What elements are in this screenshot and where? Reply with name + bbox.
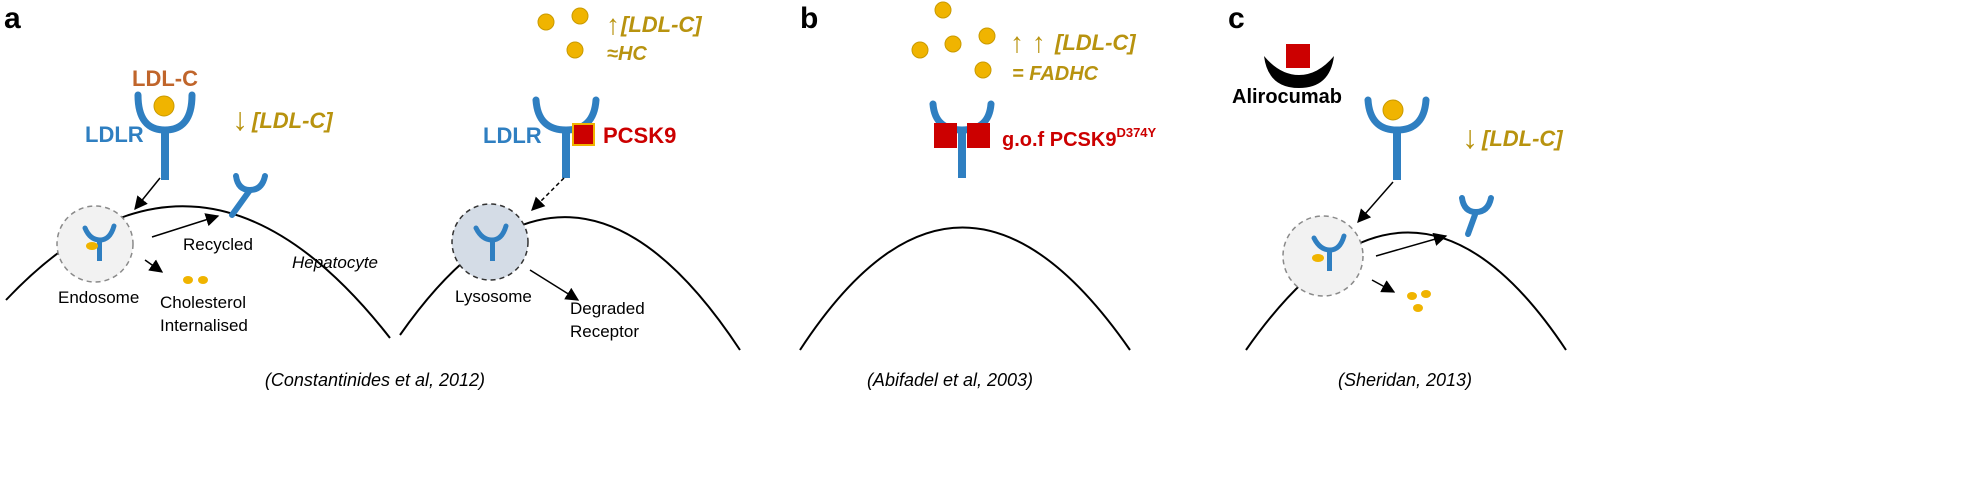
ldlr-label-a-right: LDLR xyxy=(483,123,542,148)
ldl-particle xyxy=(1382,99,1404,121)
ldlc-level-b: [LDL-C] xyxy=(1054,30,1136,55)
arrow-to-cholesterol xyxy=(144,259,164,273)
fadhc-label: = FADHC xyxy=(1012,63,1099,85)
cell-membrane-a-right xyxy=(399,216,741,351)
ldlc-level-a-right: [LDL-C] xyxy=(620,12,702,37)
ldl-particle xyxy=(911,41,929,59)
cholesterol-dot xyxy=(183,276,193,284)
ldl-in-endosome-c xyxy=(1312,254,1324,262)
degraded-label-line2: Receptor xyxy=(570,322,639,341)
down-arrow-c: ↓ xyxy=(1462,119,1478,155)
ldlc-level-c: [LDL-C] xyxy=(1481,126,1563,151)
receptor-in-endosome xyxy=(82,223,117,261)
ldl-particle xyxy=(537,13,555,31)
panel-letter-b: b xyxy=(800,2,818,35)
alirocumab-label: Alirocumab xyxy=(1232,86,1342,108)
hepatocyte-label: Hepatocyte xyxy=(292,253,378,272)
recycled-label: Recycled xyxy=(183,235,253,254)
arrow-to-endosome-c xyxy=(1357,181,1394,224)
citation-c: (Sheridan, 2013) xyxy=(1338,370,1472,390)
arrow-to-cholesterol-c xyxy=(1371,279,1396,293)
ldlc-label: LDL-C xyxy=(132,66,198,91)
endosome-label: Endosome xyxy=(58,288,139,307)
ldl-particle xyxy=(566,41,584,59)
pcsk9-box xyxy=(572,123,595,146)
alirocumab-antibody-icon xyxy=(1264,44,1334,88)
degraded-label-line1: Degraded xyxy=(570,299,645,318)
ldl-particle xyxy=(944,35,962,53)
pcsk9-box-right xyxy=(967,123,990,148)
double-up-arrow-b: ↑ ↑ xyxy=(1010,27,1046,58)
arrow-to-recycled xyxy=(151,213,220,238)
citation-b: (Abifadel et al, 2003) xyxy=(867,370,1033,390)
hc-label: ≈HC xyxy=(607,43,647,65)
ldlc-level-a-left: [LDL-C] xyxy=(251,108,333,133)
cell-membrane-b xyxy=(799,226,1131,351)
receptor-in-lysosome xyxy=(473,223,509,261)
cholesterol-dot xyxy=(1407,292,1417,300)
receptor-in-endosome-c xyxy=(1311,233,1347,271)
pcsk9-label: PCSK9 xyxy=(603,123,676,148)
ldlr-receptor-a-left xyxy=(134,91,196,180)
ldl-particle xyxy=(153,95,175,117)
ldl-particle xyxy=(978,27,996,45)
ldlr-receptor-b xyxy=(929,100,995,178)
recycled-receptor xyxy=(229,173,268,218)
up-arrow-a: ↑ xyxy=(606,9,620,40)
ldlr-receptor-a-right xyxy=(532,96,600,178)
cholesterol-dot xyxy=(1413,304,1423,312)
cholesterol-label-line2: Internalised xyxy=(160,316,248,335)
ldlr-label-a-left: LDLR xyxy=(85,122,144,147)
panel-letter-a: a xyxy=(4,2,21,35)
cell-membrane-c xyxy=(1245,231,1567,351)
citation-a: (Constantinides et al, 2012) xyxy=(265,370,485,390)
arrow-to-endosome xyxy=(134,177,161,211)
lysosome-label: Lysosome xyxy=(455,287,532,306)
ldlr-receptor-c xyxy=(1364,96,1430,180)
ldl-particle xyxy=(974,61,992,79)
arrow-to-recycled-c xyxy=(1375,232,1448,257)
cholesterol-label-line1: Cholesterol xyxy=(160,293,246,312)
recycled-receptor-c xyxy=(1459,195,1494,237)
cholesterol-dot xyxy=(198,276,208,284)
ldl-particle xyxy=(571,7,589,25)
arrow-to-lysosome xyxy=(531,177,565,211)
ldl-particle xyxy=(934,1,952,19)
down-arrow-a: ↓ xyxy=(232,101,248,137)
gof-pcsk9-label: g.o.f PCSK9D374Y xyxy=(1002,125,1157,151)
cholesterol-dot xyxy=(1421,290,1431,298)
pcsk9-box-left xyxy=(934,123,957,148)
panel-letter-c: c xyxy=(1228,2,1245,35)
arrow-to-degraded xyxy=(529,269,580,301)
ldl-in-endosome xyxy=(86,242,98,250)
